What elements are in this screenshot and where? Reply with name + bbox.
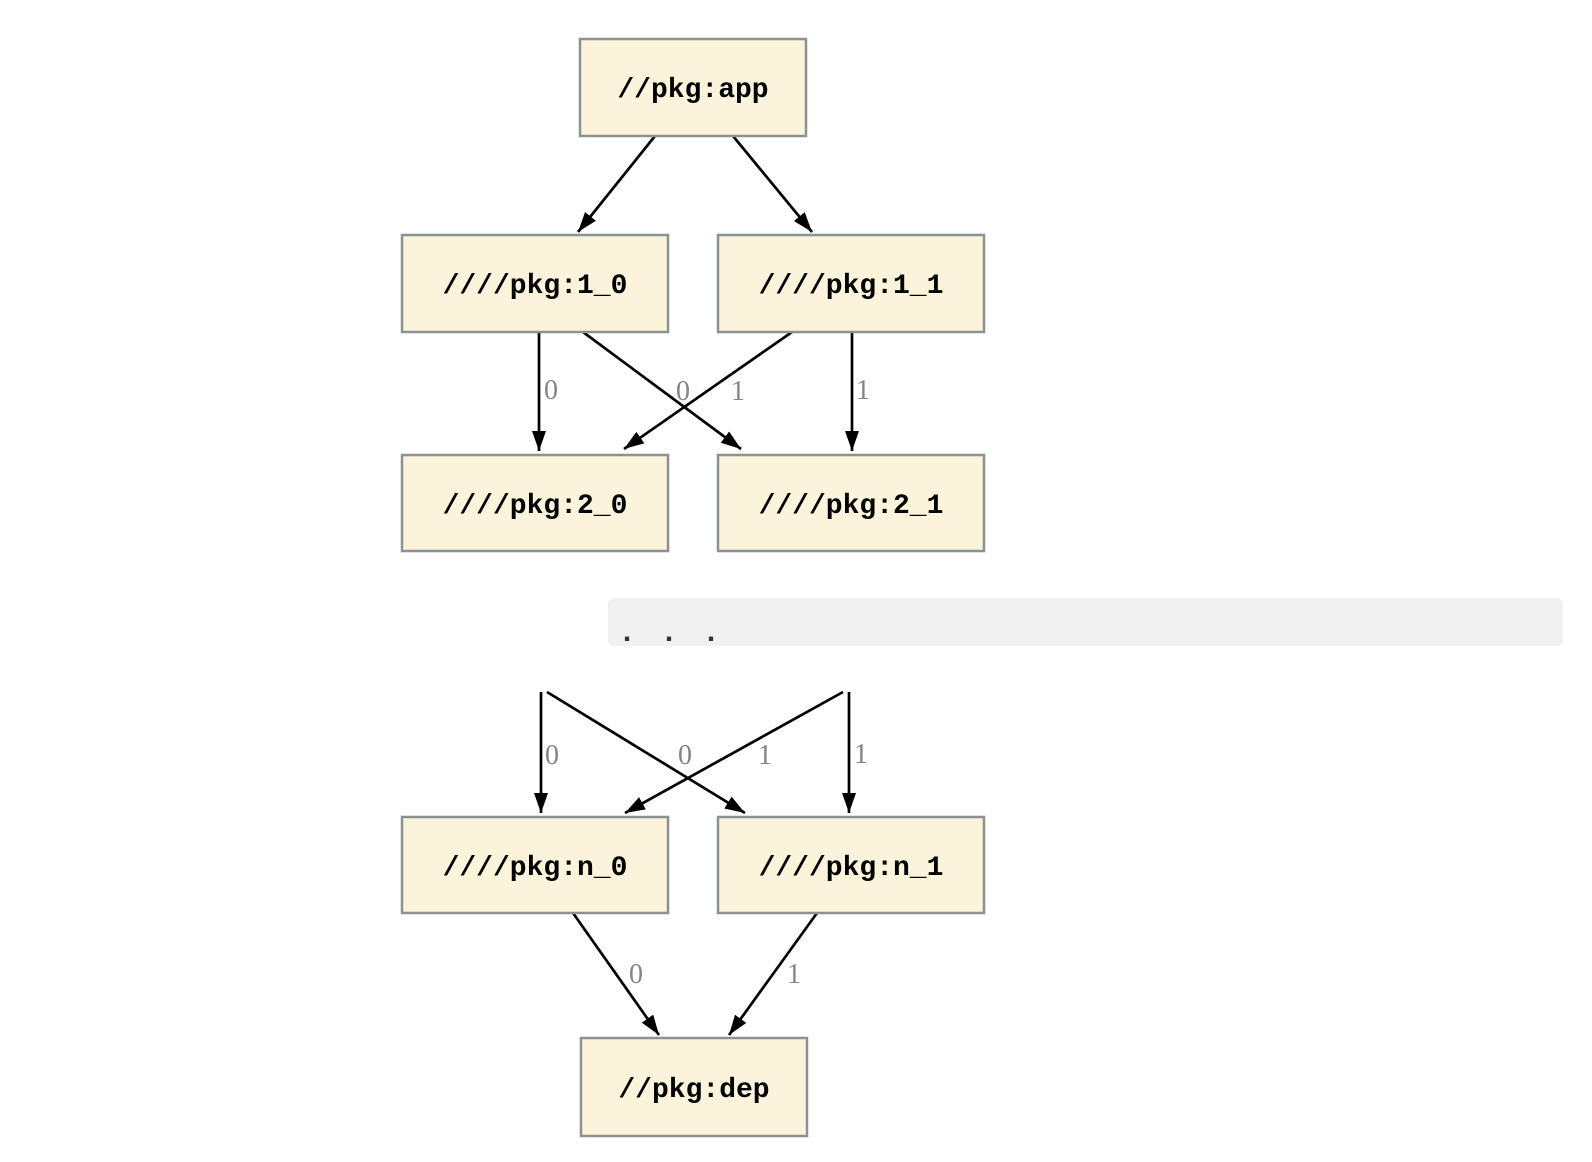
node-1_1-label: ////pkg:1_1 xyxy=(759,271,944,302)
node-dep: //pkg:dep xyxy=(579,1036,809,1138)
node-1_0-label: ////pkg:1_0 xyxy=(443,271,628,302)
edge-label-n_1-dep: 1 xyxy=(787,959,801,990)
edge-label-1_1-2_1: 1 xyxy=(856,375,870,406)
edge-app-to-1_1 xyxy=(731,135,814,233)
node-1_0: ////pkg:1_0 xyxy=(400,233,670,334)
edge-label-n_1-left: 1 xyxy=(758,740,772,771)
node-n_0-label: ////pkg:n_0 xyxy=(443,853,628,884)
edge-1_1-to-2_0 xyxy=(623,330,793,451)
node-n_1-label: ////pkg:n_1 xyxy=(759,853,944,884)
node-1_1: ////pkg:1_1 xyxy=(716,233,986,334)
edge-label-n_0-left: 0 xyxy=(545,740,559,771)
node-2_1-label: ////pkg:2_1 xyxy=(759,491,944,522)
node-app: //pkg:app xyxy=(578,37,808,138)
node-n_1: ////pkg:n_1 xyxy=(716,815,986,915)
edge-label-n_1-right: 1 xyxy=(854,739,868,770)
node-app-label: //pkg:app xyxy=(617,75,768,106)
edge-1_0-to-2_1 xyxy=(582,330,742,451)
edge-label-n_0-dep: 0 xyxy=(629,959,643,990)
edge-label-1_1-2_0: 0 xyxy=(676,376,690,407)
edge-label-1_0-2_0: 0 xyxy=(544,375,558,406)
ellipsis-dots: . . . xyxy=(618,617,723,651)
edge-label-n_0-right: 0 xyxy=(678,740,692,771)
node-2_0: ////pkg:2_0 xyxy=(400,453,670,553)
node-2_1: ////pkg:2_1 xyxy=(716,453,986,553)
edge-n_0-to-dep xyxy=(571,912,661,1036)
ellipsis-separator-bar xyxy=(608,598,1563,646)
edge-ellipsis-to-n_0-right xyxy=(624,690,844,815)
edge-n_1-to-dep xyxy=(727,912,819,1036)
edge-ellipsis-to-n_1-left xyxy=(546,690,746,815)
node-2_0-label: ////pkg:2_0 xyxy=(443,491,628,522)
node-dep-label: //pkg:dep xyxy=(618,1075,769,1106)
edge-label-1_0-2_1: 1 xyxy=(731,376,745,407)
node-n_0: ////pkg:n_0 xyxy=(400,815,670,915)
edge-app-to-1_0 xyxy=(576,135,657,233)
